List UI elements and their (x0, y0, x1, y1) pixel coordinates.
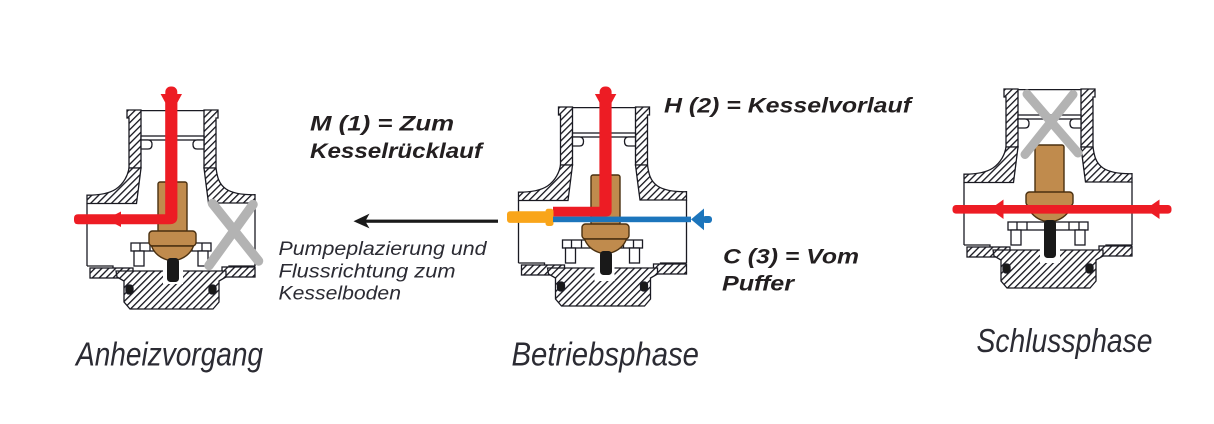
svg-text:C (3) = Vom: C (3) = Vom (723, 245, 859, 269)
svg-text:Puffer: Puffer (722, 272, 796, 296)
svg-text:Schlussphase: Schlussphase (977, 322, 1153, 359)
svg-text:Betriebsphase: Betriebsphase (512, 336, 700, 373)
svg-text:Kesselrücklauf: Kesselrücklauf (310, 139, 484, 163)
svg-text:Flussrichtung zum: Flussrichtung zum (279, 261, 456, 283)
svg-text:M (1) = Zum: M (1) = Zum (310, 112, 454, 136)
svg-text:H (2) = Kesselvorlauf: H (2) = Kesselvorlauf (664, 94, 913, 118)
svg-text:Kesselboden: Kesselboden (279, 283, 402, 305)
svg-text:Anheizvorgang: Anheizvorgang (74, 336, 263, 373)
svg-text:Pumpeplazierung und: Pumpeplazierung und (279, 238, 488, 260)
